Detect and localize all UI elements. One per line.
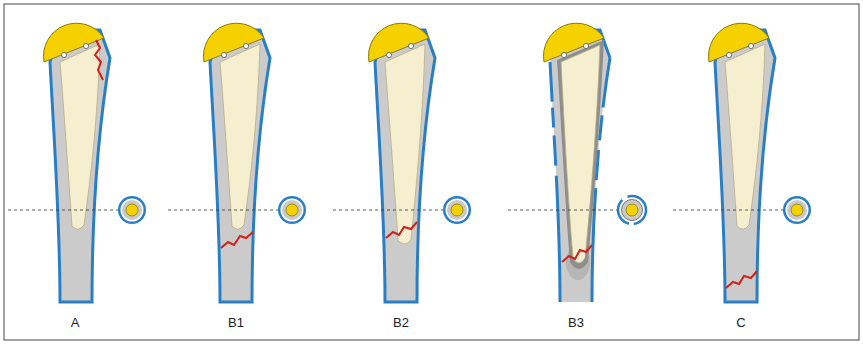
panel-label: A bbox=[71, 316, 80, 329]
panel-label: C bbox=[736, 316, 745, 329]
panel-label: B3 bbox=[568, 316, 584, 329]
panel-label: B1 bbox=[228, 316, 244, 329]
panel-label: B2 bbox=[393, 316, 409, 329]
